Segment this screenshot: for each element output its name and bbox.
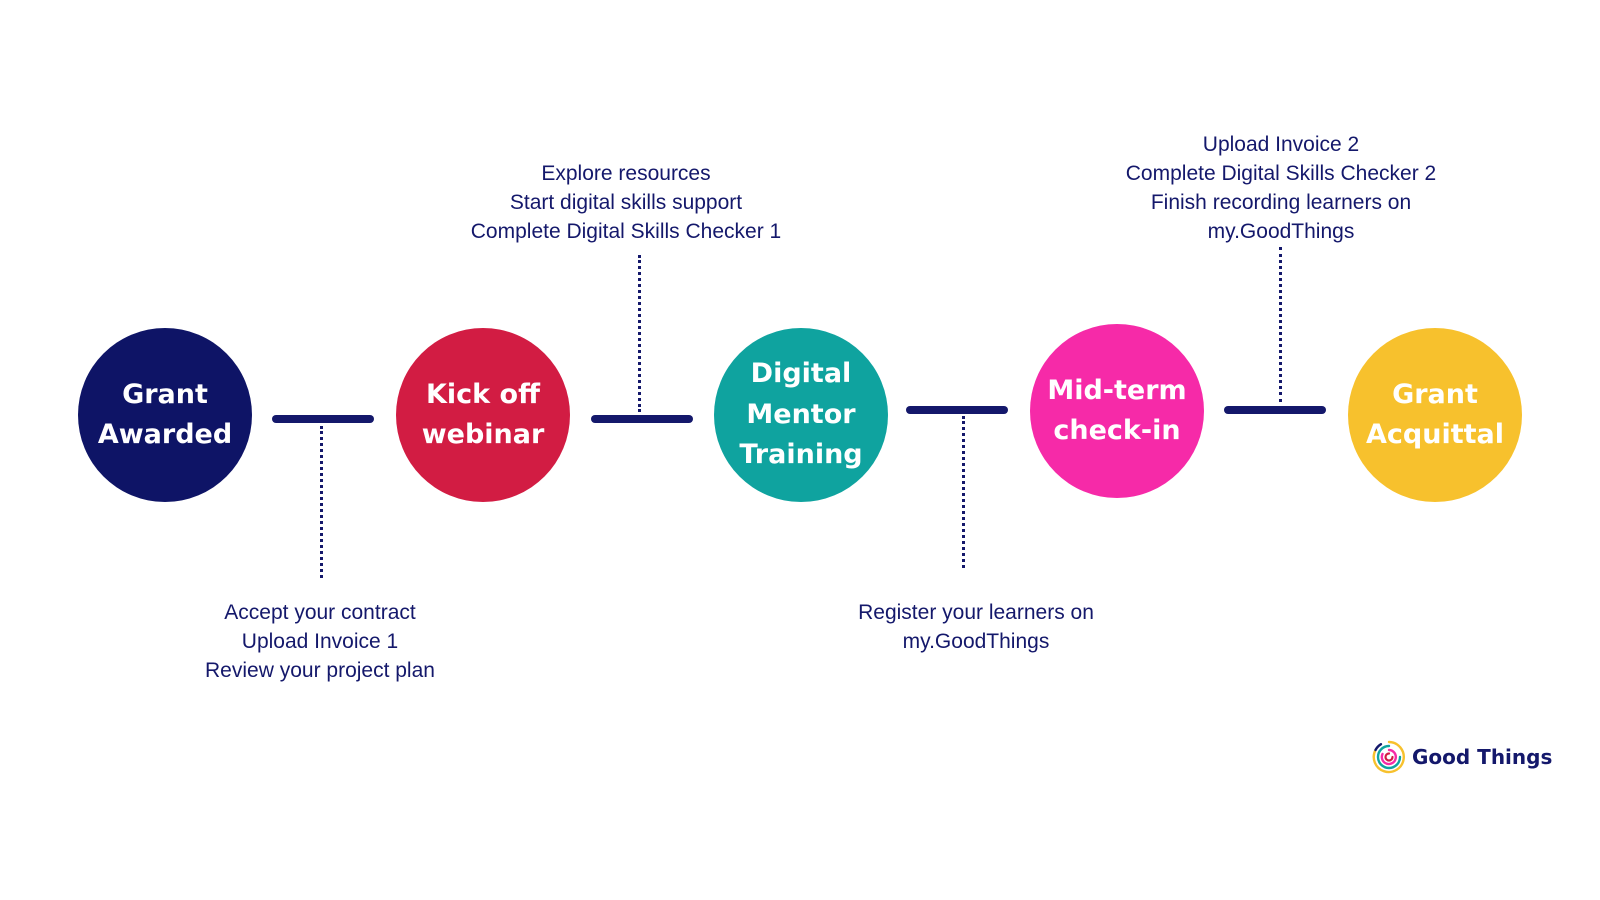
connector-1	[272, 415, 374, 423]
milestone-kick-off-webinar: Kick off webinar	[396, 328, 570, 502]
leader-line-2	[638, 255, 641, 412]
note-line: Accept your contract	[224, 601, 416, 624]
note-mid-term-tasks: Upload Invoice 2 Complete Digital Skills…	[1096, 130, 1466, 246]
brand-logo: Good Things	[1372, 740, 1552, 774]
leader-line-3	[962, 416, 965, 568]
brand-name: Good Things	[1412, 745, 1553, 769]
note-line: Review your project plan	[205, 659, 435, 682]
note-kick-off-tasks: Explore resources Start digital skills s…	[443, 159, 809, 246]
connector-4	[1224, 406, 1326, 414]
note-line: my.GoodThings	[902, 630, 1050, 653]
concentric-circles-logo-icon	[1372, 740, 1405, 774]
note-line: Finish recording learners on	[1150, 191, 1412, 214]
note-line: Register your learners on	[858, 601, 1094, 624]
note-line: Upload Invoice 1	[241, 630, 399, 653]
note-grant-awarded-tasks: Accept your contract Upload Invoice 1 Re…	[175, 598, 465, 685]
note-mentor-training-tasks: Register your learners on my.GoodThings	[826, 598, 1126, 656]
connector-2	[591, 415, 693, 423]
note-line: Start digital skills support	[509, 191, 743, 214]
milestone-mid-term-check-in: Mid-term check-in	[1030, 324, 1204, 498]
note-line: Complete Digital Skills Checker 1	[470, 220, 782, 243]
milestone-digital-mentor-training: Digital Mentor Training	[714, 328, 888, 502]
milestone-grant-awarded: Grant Awarded	[78, 328, 252, 502]
milestone-grant-acquittal: Grant Acquittal	[1348, 328, 1522, 502]
note-line: Upload Invoice 2	[1202, 133, 1360, 156]
note-line: my.GoodThings	[1207, 220, 1355, 243]
leader-line-4	[1279, 247, 1282, 402]
note-line: Complete Digital Skills Checker 2	[1125, 162, 1437, 185]
leader-line-1	[320, 426, 323, 578]
connector-3	[906, 406, 1008, 414]
note-line: Explore resources	[541, 162, 711, 185]
